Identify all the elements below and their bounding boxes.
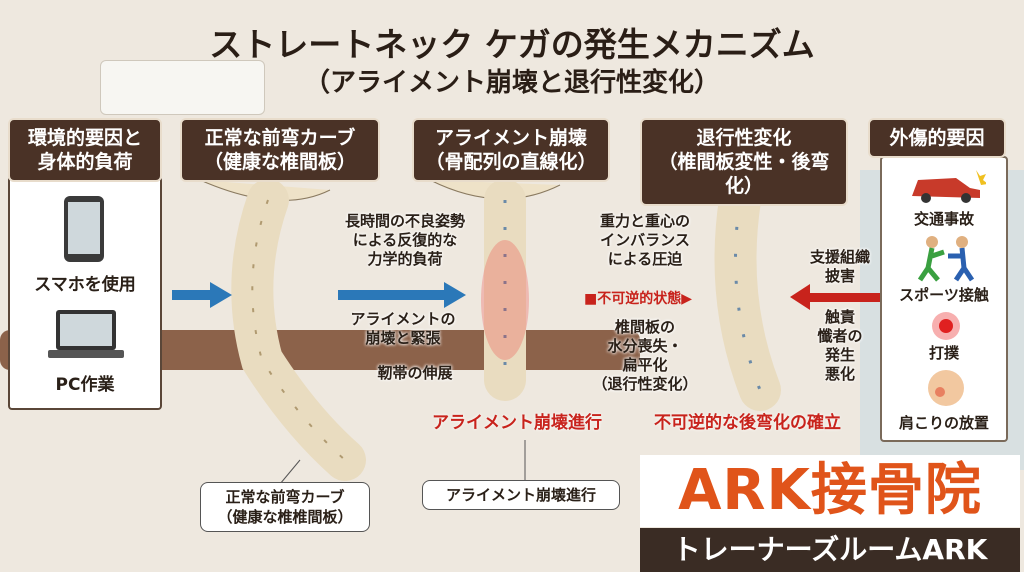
- normal-spine: [199, 179, 366, 481]
- panel-header-normal: 正常な前弯カーブ（健康な椎間板）: [180, 118, 380, 182]
- header-subtitle: （椎間板変性・後弯化）: [658, 151, 830, 197]
- sports-contact-icon: [917, 236, 975, 282]
- page-subtitle: （アライメント崩壊と退行性変化）: [303, 68, 720, 98]
- car-crash-icon: [912, 170, 986, 203]
- header-subtitle: （健康な椎間板）: [203, 151, 356, 173]
- text-line: 披害: [824, 267, 855, 285]
- collapse-progress-label: アライメント崩壊進行: [432, 413, 602, 433]
- text-line: による圧迫: [607, 250, 683, 268]
- text-line: （健康な椎椎間板）: [217, 508, 353, 526]
- environment-label: スマホを使用: [34, 275, 136, 295]
- trauma-label: 肩こりの放置: [898, 414, 989, 432]
- text-line: 椎間板の: [614, 318, 675, 336]
- collapsed-spine: [429, 179, 561, 401]
- header-subtitle: （骨配列の直線化）: [425, 151, 597, 173]
- shoulder-pain-icon: [928, 370, 964, 406]
- sensor-annotation: 触責懺者の発生悪化: [815, 308, 865, 384]
- page-title: ストレートネック ケガの発生メカニズム: [209, 25, 815, 64]
- panel-header-degeneration: 退行性変化（椎間板変性・後弯化）: [640, 118, 848, 206]
- text-line: 発生: [824, 346, 855, 364]
- blue-arrow: [338, 282, 466, 308]
- ligament-annotation: 靭帯の伸展: [377, 364, 453, 382]
- text-line: 扁平化: [622, 356, 668, 374]
- laptop-icon: [48, 310, 124, 358]
- smartphone-icon: [64, 196, 104, 262]
- logo-name: ARK接骨院: [640, 455, 1020, 527]
- text-line: 触責: [824, 308, 855, 326]
- header-title: 外傷的要因: [889, 127, 985, 149]
- logo-tagline: トレーナーズルームARK: [640, 528, 1020, 572]
- gravity-annotation: 重力と重心のインバランスによる圧迫: [590, 212, 700, 269]
- impact-burst-icon: [932, 312, 960, 340]
- environment-card: スマホを使用 PC作業: [8, 176, 162, 410]
- irreversible-label: ■不可逆的状態▶: [583, 291, 692, 307]
- text-line: インバランス: [600, 231, 690, 249]
- trauma-label: 交通事故: [913, 210, 974, 228]
- load-annotation: 長時間の不良姿勢による反復的な力学的負荷: [330, 212, 480, 269]
- normal-callout: 正常な前弯カーブ （健康な椎椎間板）: [200, 482, 370, 532]
- kyphosis-label: 不可逆的な後弯化の確立: [654, 413, 841, 433]
- text-line: による反復的な: [352, 231, 458, 249]
- trauma-label: スポーツ接触: [899, 286, 989, 304]
- disc-annotation: 椎間板の水分喪失・扁平化（退行性変化）: [590, 318, 700, 394]
- text-line: 懺者の: [817, 327, 863, 345]
- panel-header-trauma: 外傷的要因: [868, 118, 1006, 158]
- text-line: アライメントの: [350, 310, 456, 328]
- support-annotation: 支援組織披害: [800, 248, 880, 286]
- header-title: 退行性変化: [696, 127, 792, 149]
- text-line: 水分喪失・: [607, 337, 683, 355]
- text-line: （退行性変化）: [592, 375, 698, 393]
- collapse-annotation: アライメントの崩壊と緊張: [338, 310, 468, 348]
- header-title: 正常な前弯カーブ: [204, 127, 356, 149]
- air-conditioner: [100, 60, 265, 115]
- red-arrow: [790, 284, 880, 310]
- panel-header-collapse: アライメント崩壊（骨配列の直線化）: [412, 118, 610, 182]
- panel-header-environment: 環境的要因と身体的負荷: [8, 118, 162, 182]
- header-title: 環境的要因と: [27, 127, 142, 149]
- blue-arrow: [172, 282, 232, 308]
- header-subtitle: 身体的負荷: [37, 151, 133, 173]
- trauma-label: 打撲: [928, 344, 959, 362]
- callout-line: [279, 459, 301, 485]
- text-line: 正常な前弯カーブ: [225, 488, 345, 506]
- text-line: 重力と重心の: [599, 212, 690, 230]
- irreversible-text: 不可逆的状態: [597, 291, 682, 307]
- collapse-callout: アライメント崩壊進行: [422, 480, 620, 510]
- text-line: 支援組織: [809, 248, 870, 266]
- text-line: 力学的負荷: [367, 250, 443, 268]
- trauma-card: 交通事故 スポーツ接触 打撲 肩こりの放置: [880, 156, 1008, 442]
- text-line: 悪化: [824, 365, 855, 383]
- text-line: 崩壊と緊張: [365, 329, 441, 347]
- environment-label: PC作業: [55, 375, 115, 395]
- header-title: アライメント崩壊: [434, 127, 587, 149]
- text-line: 長時間の不良姿勢: [344, 212, 465, 230]
